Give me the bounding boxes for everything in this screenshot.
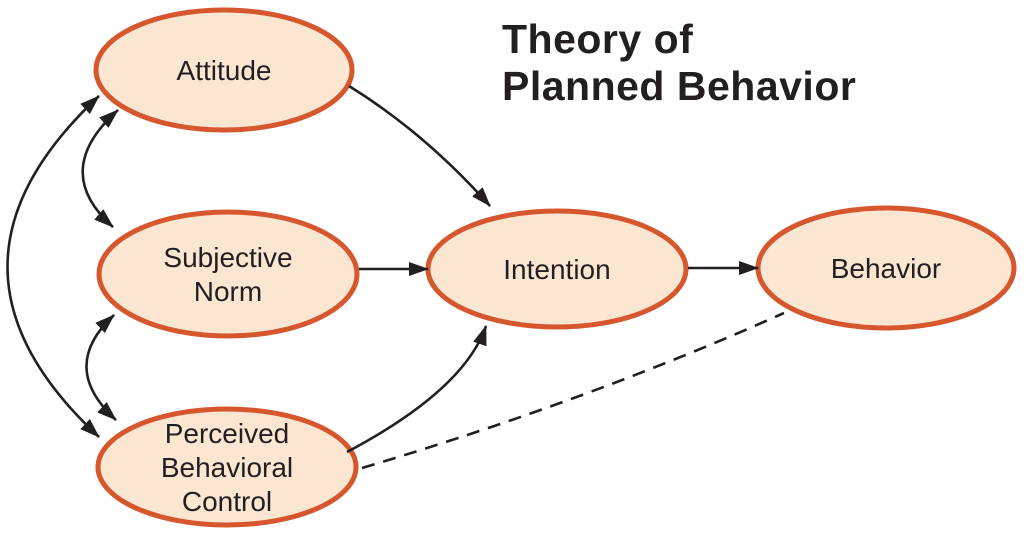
edge-attitude->intention-arrow bbox=[348, 84, 491, 207]
edge-perceived-behavioral-control->intention-arrow bbox=[346, 325, 488, 454]
diagram-title-line2: Planned Behavior bbox=[502, 63, 857, 109]
edge-perceived-behavioral-control->behavior-dashed bbox=[361, 311, 785, 470]
diagram-title: Theory of Planned Behavior bbox=[502, 16, 856, 110]
node-label-intention: Intention bbox=[503, 254, 610, 285]
node-ellipse-perceived-behavioral-control bbox=[95, 406, 359, 528]
node-label-behavior: Behavior bbox=[831, 253, 942, 284]
node-ellipse-attitude bbox=[93, 7, 355, 133]
node-label-attitude: Attitude bbox=[177, 55, 272, 86]
node-subjective-norm bbox=[96, 209, 360, 339]
edge-subjective-norm->perceived-behavioral-control-bidirectional-arrow bbox=[85, 314, 117, 421]
node-attitude bbox=[93, 7, 355, 133]
edge-attitude->perceived-behavioral-control-bidirectional-arrow bbox=[6, 95, 100, 438]
edges-layer bbox=[6, 84, 785, 470]
node-ellipse-subjective-norm bbox=[96, 209, 360, 339]
node-perceived-behavioral-control bbox=[95, 406, 359, 528]
edge-attitude->subjective-norm-bidirectional-arrow bbox=[81, 109, 119, 228]
diagram-title-line1: Theory of bbox=[502, 16, 694, 62]
